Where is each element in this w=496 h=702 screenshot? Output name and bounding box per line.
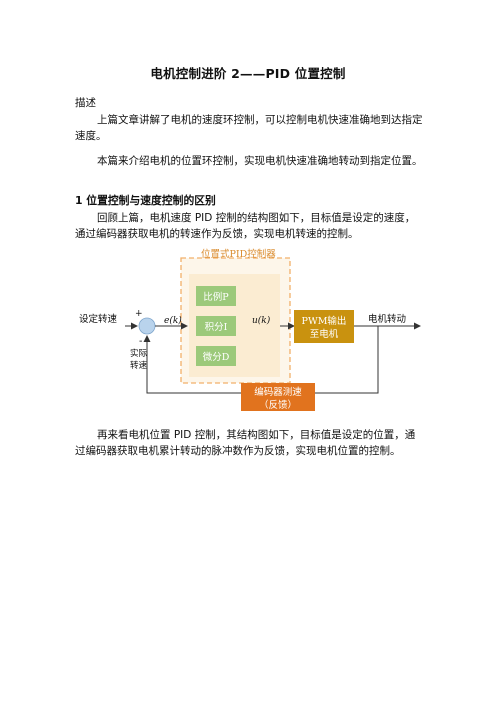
proportional-label: 比例P: [203, 291, 229, 303]
output-label: u(k): [252, 315, 271, 326]
position-control-paragraph: 再来看电机位置 PID 控制，其结构图如下，目标值是设定的位置，通过编码器获取电…: [75, 429, 416, 457]
integral-label: 积分I: [205, 321, 228, 333]
encoder-block: [241, 383, 315, 411]
controller-title: 位置式PID控制器: [201, 248, 276, 260]
setpoint-label: 设定转速: [79, 313, 118, 325]
page-title: 电机控制进阶 2——PID 位置控制: [150, 66, 346, 81]
motor-label: 电机转动: [368, 313, 406, 325]
encoder-label-line-2: （反馈）: [259, 399, 297, 411]
minus-sign: -: [139, 336, 142, 347]
feedback-path-right: [315, 326, 379, 394]
feedback-path-left: [143, 335, 241, 394]
speed-pid-block-diagram: 位置式PID控制器 比例P 积分I 微分D 设定转速 + - 实际 转速 e(k…: [75, 246, 427, 418]
intro-paragraph-1: 上篇文章讲解了电机的速度环控制，可以控制电机快速准确地到达指定速度。: [75, 114, 423, 142]
derivative-block: [196, 346, 236, 366]
section-heading-1: 1 位置控制与速度控制的区别: [75, 194, 216, 207]
feedback-label-line-2: 转速: [130, 360, 148, 371]
pwm-label-line-1: PWM输出: [302, 315, 347, 327]
integral-block: [196, 316, 236, 336]
error-label: e(k): [164, 315, 182, 326]
proportional-block: [196, 286, 236, 306]
encoder-label-line-1: 编码器测速: [254, 386, 302, 398]
review-paragraph: 回顾上篇，电机速度 PID 控制的结构图如下，目标值是设定的速度，通过编码器获取…: [75, 212, 416, 240]
plus-sign: +: [135, 309, 143, 319]
derivative-label: 微分D: [203, 351, 230, 363]
pwm-output-block: [294, 310, 354, 343]
intro-paragraph-2: 本篇来介绍电机的位置环控制，实现电机快速准确地转动到指定位置。: [97, 155, 423, 167]
summing-junction: [138, 317, 156, 335]
feedback-label-line-1: 实际: [130, 348, 148, 359]
pwm-label-line-2: 至电机: [310, 328, 339, 340]
section-description-label: 描述: [75, 97, 96, 109]
